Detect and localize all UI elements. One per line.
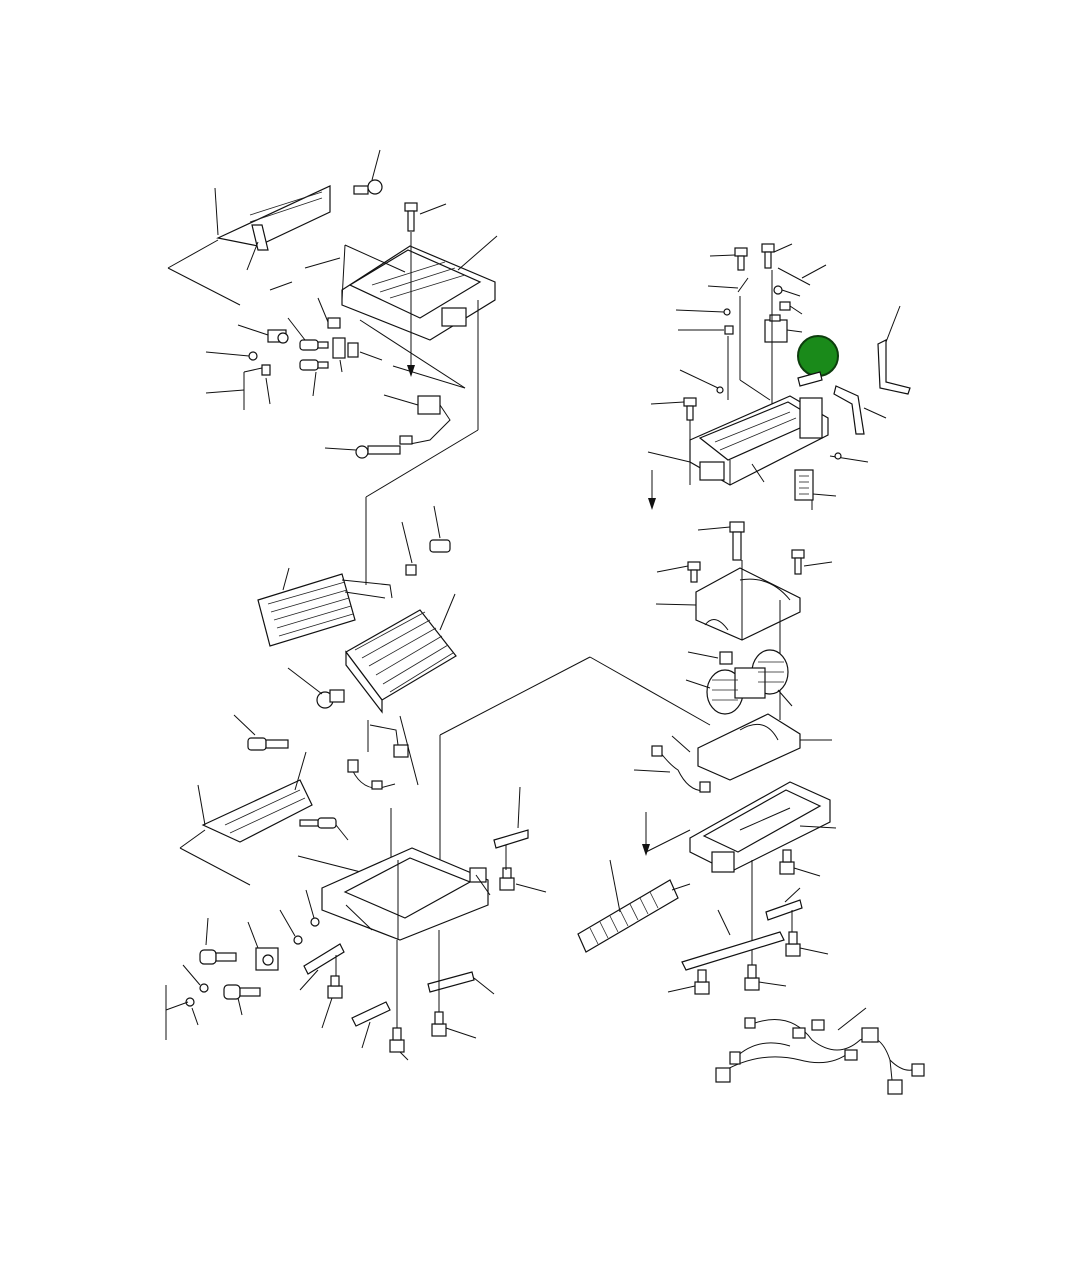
blower-upper-case <box>695 567 801 641</box>
air-filter <box>577 879 679 953</box>
bolt-part <box>779 849 795 875</box>
screw-part <box>683 397 697 421</box>
bolt-part <box>299 339 329 351</box>
screw-part <box>734 247 748 271</box>
bolt-part <box>499 867 515 891</box>
core-assembly <box>233 505 711 860</box>
upper-left-assembly <box>167 149 498 585</box>
lower-case <box>321 847 489 941</box>
bolt-part <box>223 984 261 1000</box>
screw-part <box>404 202 418 232</box>
bracket-plate <box>765 899 803 921</box>
bolt-part <box>199 949 237 965</box>
screw-part <box>687 561 701 583</box>
blower-assembly <box>633 521 833 793</box>
sensor-wire <box>347 724 409 790</box>
fan-resistor <box>719 651 733 665</box>
bolt-part <box>299 359 329 371</box>
bolt-part <box>429 539 451 553</box>
lower-flap <box>201 779 313 843</box>
hose-part <box>833 385 865 435</box>
bracket-plate <box>427 971 475 993</box>
wire-harness <box>715 1017 925 1095</box>
bracket-plate <box>351 1001 391 1027</box>
box-case <box>689 395 829 486</box>
bracket-plate <box>681 931 785 971</box>
bracket-plate <box>303 943 345 975</box>
bracket-plate <box>493 829 529 849</box>
bolt-part <box>389 1027 405 1053</box>
bolt-part <box>694 969 710 995</box>
harness-sensor <box>651 745 711 793</box>
actuator-motor <box>255 947 279 971</box>
blower-fan <box>706 649 789 715</box>
flap-panel <box>216 185 331 247</box>
heater-core <box>257 573 393 647</box>
bolt-part <box>785 931 801 957</box>
expansion-valve <box>316 689 345 709</box>
lower-right-assembly <box>577 781 925 1095</box>
bolt-part <box>729 521 745 561</box>
filter-grille <box>794 469 814 510</box>
bolt-part <box>353 179 383 195</box>
bolt-part <box>327 975 343 999</box>
bolt-part <box>431 1011 447 1037</box>
lower-left-assembly <box>165 751 547 1061</box>
bolt-part <box>744 964 760 991</box>
lower-blower-case <box>689 781 831 873</box>
evaporator <box>345 609 457 714</box>
screw-part <box>791 549 805 575</box>
bolt-part <box>247 737 289 751</box>
screw-part <box>761 243 775 269</box>
switch-module <box>764 314 788 343</box>
bolt-part <box>355 445 401 459</box>
hose-part <box>877 339 911 395</box>
upper-right-assembly <box>647 243 911 510</box>
blower-lower-case <box>697 713 801 781</box>
callout-16-badge[interactable] <box>797 335 839 377</box>
actuator-part <box>267 329 289 344</box>
bolt-part <box>299 817 337 829</box>
